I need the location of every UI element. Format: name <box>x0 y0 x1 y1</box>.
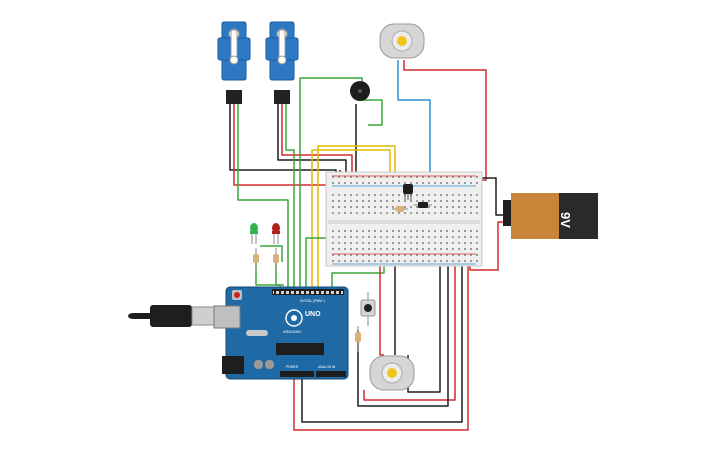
servo-2-connector <box>274 90 290 104</box>
wire-arduino-5v-bottom[interactable] <box>293 262 469 431</box>
wire-servo1-black[interactable] <box>229 104 337 178</box>
breadboard[interactable] <box>325 171 483 267</box>
servo-1[interactable] <box>217 21 251 104</box>
wire-motor-top-red[interactable] <box>403 60 487 181</box>
wire-led-red[interactable] <box>275 260 284 286</box>
motor-bottom[interactable] <box>369 355 415 391</box>
atmega-chip <box>276 343 324 355</box>
digital-header-label: DIGITAL (PWM~) <box>300 299 325 303</box>
power-jack <box>222 356 244 374</box>
servo-2[interactable] <box>265 21 299 104</box>
wire-motor-bottom-red2[interactable] <box>363 262 456 401</box>
wire-yellow-2[interactable] <box>317 145 396 290</box>
wire-buzzer-green[interactable] <box>362 99 383 126</box>
power-header-label: POWER <box>286 365 299 369</box>
wire-battery-red[interactable] <box>469 221 503 271</box>
button-resistor[interactable] <box>355 326 361 352</box>
transistor[interactable] <box>403 184 413 200</box>
red-led[interactable] <box>272 223 280 244</box>
usb-cable <box>128 305 215 327</box>
wire-servo2-green[interactable] <box>285 104 295 290</box>
green-led[interactable] <box>250 223 258 244</box>
analog-header-label: ANALOG IN <box>318 365 336 369</box>
wire-motor-bottom-black2[interactable] <box>357 262 449 407</box>
battery-9v[interactable]: 9V <box>503 193 598 239</box>
breadboard-resistor[interactable] <box>392 206 408 212</box>
arduino-uno[interactable]: DIGITAL (PWM~) UNO ARDUINO POWER ANALOG … <box>213 286 349 380</box>
arduino-brand: UNO <box>305 311 321 318</box>
wire-motor-bottom-red[interactable] <box>379 262 384 356</box>
wire-servo1-red[interactable] <box>233 104 330 186</box>
led-resistor-1[interactable] <box>253 248 259 270</box>
wire-arduino-gnd-bottom[interactable] <box>301 262 463 423</box>
usb-port <box>213 305 241 329</box>
wire-battery-black[interactable] <box>480 177 503 216</box>
wire-motor-top-blue[interactable] <box>397 60 431 205</box>
motor-top[interactable] <box>379 23 425 59</box>
wire-yellow-1[interactable] <box>311 149 391 290</box>
analog-header <box>316 371 346 377</box>
led-resistor-2[interactable] <box>273 248 279 270</box>
piezo-buzzer[interactable] <box>350 81 370 101</box>
arduino-maker: ARDUINO <box>283 329 301 334</box>
power-header <box>280 371 314 377</box>
wire-servo1-green[interactable] <box>237 104 289 290</box>
wire-servo2-red[interactable] <box>281 104 353 178</box>
pushbutton[interactable] <box>360 292 376 326</box>
servo-1-connector <box>226 90 242 104</box>
battery-label: 9V <box>558 212 573 228</box>
breadboard-diode[interactable] <box>414 202 432 208</box>
wire-led-gnd[interactable] <box>260 245 283 262</box>
wire-green-arduino-bb[interactable] <box>305 237 330 290</box>
